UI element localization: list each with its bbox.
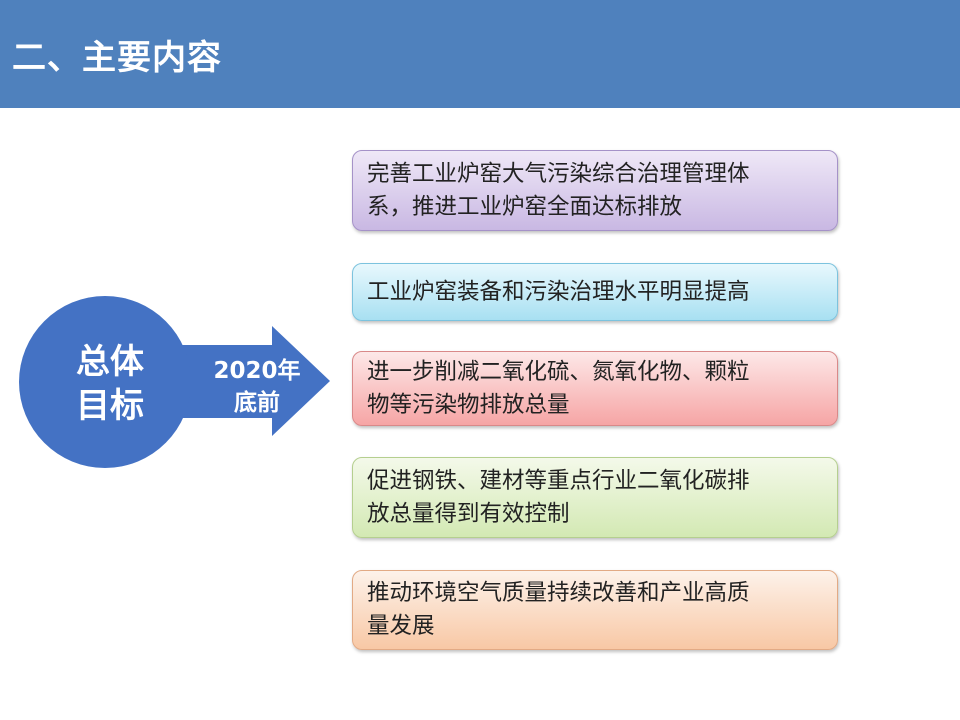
goal-item-1: 完善工业炉窑大气污染综合治理管理体 系，推进工业炉窑全面达标排放 (352, 150, 838, 231)
goal-label: 总体 目标 (55, 340, 165, 428)
arrow-shape (150, 326, 330, 436)
goal-label-line: 总体 (76, 342, 144, 382)
goal-item-text: 工业炉窑装备和污染治理水平明显提高 (367, 278, 750, 305)
goal-item-text: 物等污染物排放总量 (367, 391, 570, 418)
goal-item-text: 量发展 (367, 613, 435, 639)
goal-item-text: 促进钢铁、建材等重点行业二氧化碳排 (367, 467, 750, 494)
goal-item-text: 放总量得到有效控制 (367, 500, 570, 527)
goal-item-3: 进一步削减二氧化硫、氮氧化物、颗粒 物等污染物排放总量 (352, 351, 838, 426)
deadline-label: 2020年 底前 (198, 355, 316, 419)
goal-item-text: 进一步削减二氧化硫、氮氧化物、颗粒 (367, 358, 750, 385)
goal-item-2: 工业炉窑装备和污染治理水平明显提高 (352, 263, 838, 321)
goal-item-text: 完善工业炉窑大气污染综合治理管理体 (367, 160, 750, 187)
goal-item-5: 推动环境空气质量持续改善和产业高质 量发展 (352, 570, 838, 650)
goal-circle (19, 296, 191, 468)
deadline-label-line: 底前 (234, 390, 280, 416)
goal-item-4: 促进钢铁、建材等重点行业二氧化碳排 放总量得到有效控制 (352, 457, 838, 538)
goal-item-text: 系，推进工业炉窑全面达标排放 (367, 193, 683, 220)
goal-item-text: 推动环境空气质量持续改善和产业高质 (367, 580, 750, 606)
deadline-label-line: 2020年 (213, 358, 301, 384)
goal-label-line: 目标 (76, 386, 144, 426)
slide-header: 二、主要内容 (0, 0, 960, 108)
slide-title: 二、主要内容 (12, 38, 222, 78)
